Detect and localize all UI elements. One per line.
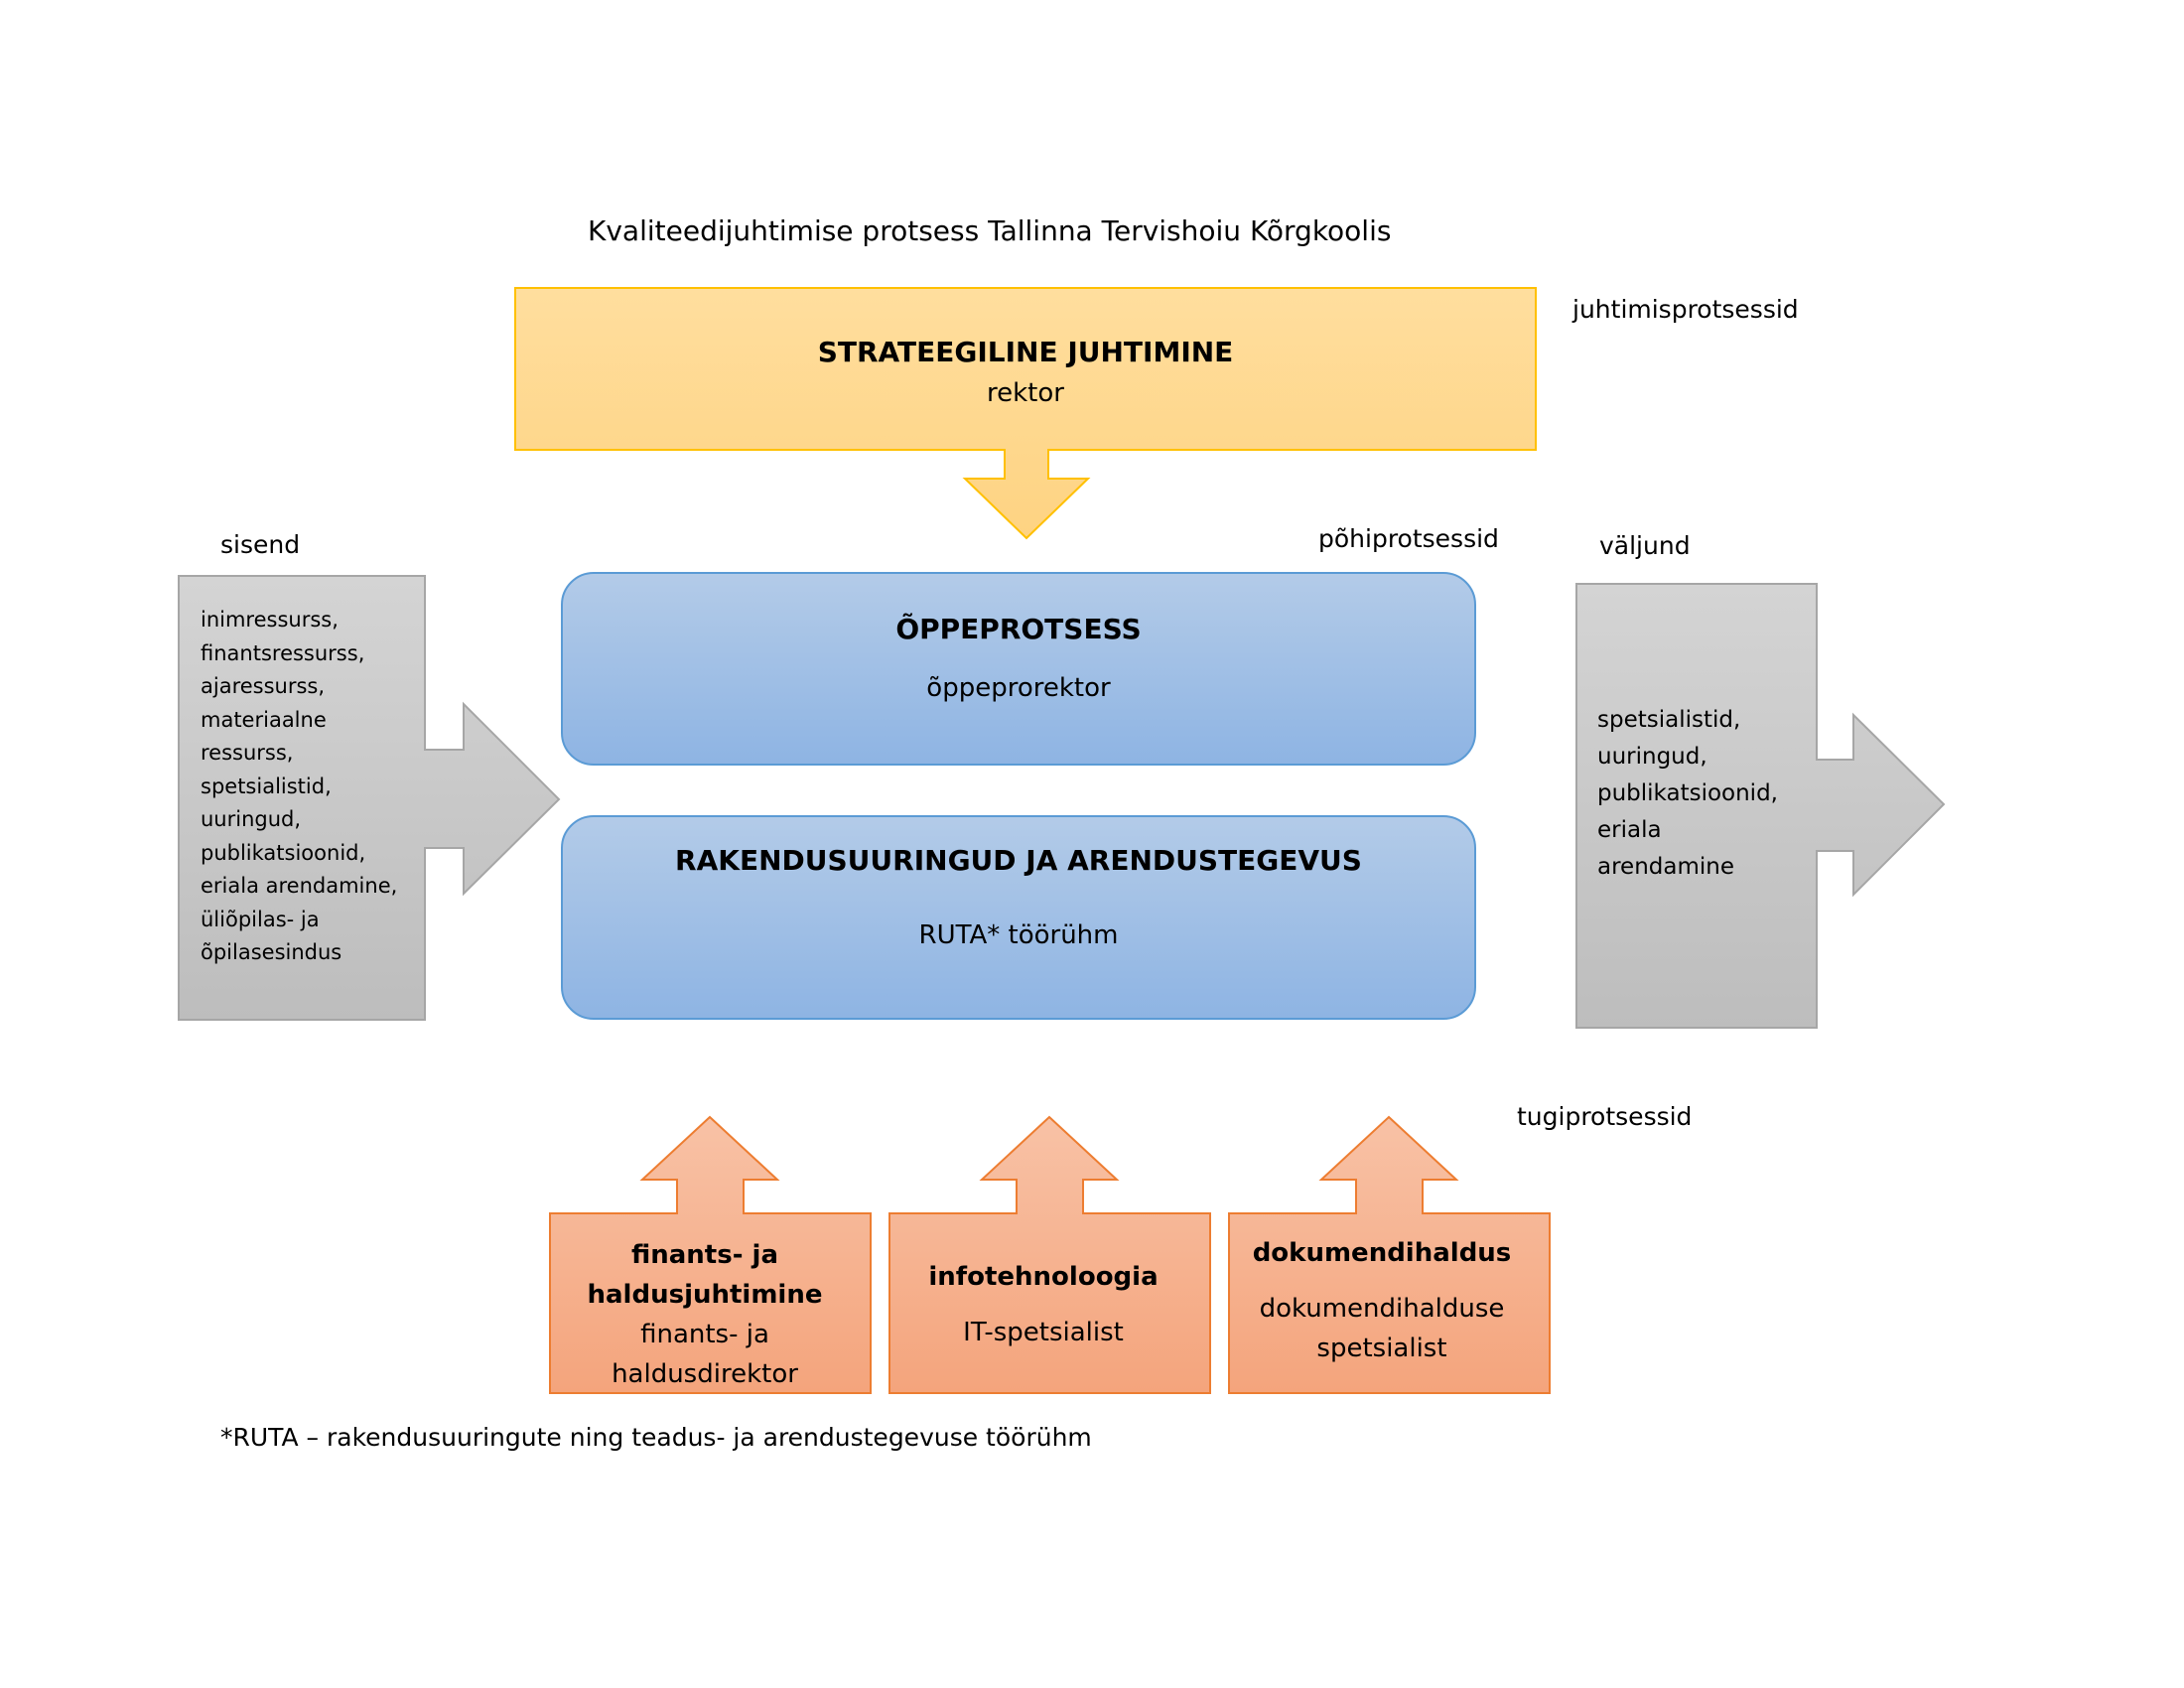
output-item: uuringud, — [1597, 744, 1707, 770]
support-callout-shape-2 — [888, 1115, 1211, 1394]
core-process-heading: ÕPPEPROTSESS — [895, 613, 1142, 645]
core-process-owner: õppeprorektor — [926, 673, 1111, 703]
footnote: *RUTA – rakendusuuringute ning teadus- j… — [220, 1423, 1092, 1452]
output-item: arendamine — [1597, 854, 1734, 880]
core-process-research: RAKENDUSUURINGUD JA ARENDUSTEGEVUS RUTA*… — [562, 816, 1475, 1019]
label-input: sisend — [220, 530, 301, 559]
label-core-processes: põhiprotsessid — [1318, 524, 1499, 553]
strategic-callout-shape — [514, 287, 1537, 540]
support-process-finance: finants- ja haldusjuhtimine finants- ja … — [545, 1213, 865, 1392]
input-item: spetsialistid, — [201, 774, 332, 798]
strategic-management-box: STRATEEGILINE JUHTIMINE rektor — [515, 288, 1536, 450]
support-owner: finants- ja — [640, 1320, 769, 1349]
support-owner: spetsialist — [1316, 1334, 1447, 1363]
input-item: ajaressurss, — [201, 674, 326, 698]
core-process-box-1 — [561, 572, 1476, 766]
input-item: publikatsioonid, — [201, 840, 366, 865]
input-item: uuringud, — [201, 807, 302, 831]
input-item: üliõpilas- ja — [201, 907, 320, 931]
input-item: eriala arendamine, — [201, 874, 398, 898]
input-callout-shape — [178, 575, 561, 1021]
label-output: väljund — [1599, 531, 1691, 560]
support-process-documents: dokumendihaldus dokumendihalduse spetsia… — [1222, 1213, 1542, 1392]
output-item: eriala — [1597, 817, 1662, 843]
support-process-it: infotehnoloogia IT-spetsialist — [884, 1213, 1203, 1392]
support-owner: haldusdirektor — [612, 1359, 798, 1389]
support-callout-shape-1 — [549, 1115, 872, 1394]
output-item: publikatsioonid, — [1597, 780, 1778, 806]
input-item: inimressurss, — [201, 608, 339, 632]
support-heading: haldusjuhtimine — [587, 1280, 823, 1310]
strategic-owner: rektor — [987, 378, 1064, 408]
core-process-learning: ÕPPEPROTSESS õppeprorektor — [562, 573, 1475, 765]
support-owner: dokumendihalduse — [1259, 1294, 1505, 1324]
input-item: ressurss, — [201, 741, 294, 765]
diagram-title: Kvaliteedijuhtimise protsess Tallinna Te… — [588, 214, 1392, 247]
core-process-heading: RAKENDUSUURINGUD JA ARENDUSTEGEVUS — [675, 844, 1362, 877]
core-process-box-2 — [561, 815, 1476, 1020]
input-item: õpilasesindus — [201, 940, 342, 964]
input-item: materiaalne — [201, 707, 327, 732]
output-item: spetsialistid, — [1597, 707, 1741, 733]
support-owner: IT-spetsialist — [963, 1318, 1124, 1347]
support-callout-shape-3 — [1228, 1115, 1551, 1394]
support-heading: dokumendihaldus — [1252, 1238, 1512, 1268]
label-support-processes: tugiprotsessid — [1517, 1102, 1693, 1131]
input-item: finantsressurss, — [201, 640, 365, 665]
output-callout-shape — [1575, 583, 1946, 1029]
strategic-heading: STRATEEGILINE JUHTIMINE — [817, 336, 1234, 368]
label-management-processes: juhtimisprotsessid — [1572, 295, 1799, 324]
output-list: spetsialistid, uuringud, publikatsioonid… — [1597, 702, 1778, 886]
input-list: inimressurss, finantsressurss, ajaressur… — [201, 604, 397, 970]
support-heading: finants- ja — [630, 1240, 779, 1270]
support-heading: infotehnoloogia — [928, 1262, 1159, 1292]
core-process-owner: RUTA* töörühm — [918, 920, 1119, 950]
